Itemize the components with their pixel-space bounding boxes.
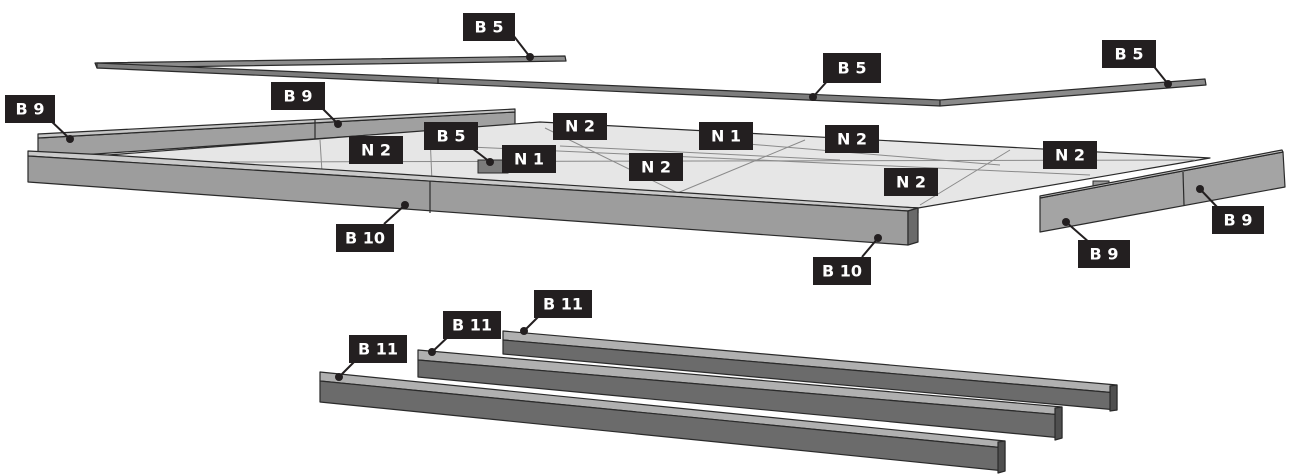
label-b10-front-right: B 10 bbox=[822, 262, 862, 281]
front-beam-end bbox=[907, 207, 919, 246]
callout-b10-front-right: B 10 bbox=[813, 234, 882, 285]
callout-b5-top-left: B 5 bbox=[463, 13, 534, 61]
callout-n2-a: N 2 bbox=[553, 113, 607, 140]
callouts: B 5 B 5 B 5 B 9 B 9 bbox=[5, 13, 1264, 381]
label-n1-b: N 1 bbox=[514, 150, 544, 169]
callout-n2-b: N 2 bbox=[349, 136, 403, 164]
label-n2-a: N 2 bbox=[565, 117, 595, 136]
label-b9-back: B 9 bbox=[284, 87, 313, 106]
callout-b5-top-right: B 5 bbox=[1102, 40, 1172, 88]
callout-b9-back: B 9 bbox=[271, 82, 342, 128]
label-b5-top-mid: B 5 bbox=[838, 59, 867, 78]
label-b9-left: B 9 bbox=[16, 100, 45, 119]
label-b10-front-left: B 10 bbox=[345, 229, 385, 248]
b11-beam-mid bbox=[417, 349, 1063, 441]
callout-n2-f: N 2 bbox=[884, 168, 938, 196]
label-n2-b: N 2 bbox=[361, 141, 391, 160]
callout-b11-mid: B 11 bbox=[428, 311, 501, 356]
callout-n2-e: N 2 bbox=[629, 153, 683, 181]
top-rail-left-segment bbox=[94, 55, 567, 69]
b11-beam-left bbox=[319, 371, 1006, 474]
label-b11-mid: B 11 bbox=[452, 316, 492, 335]
label-n2-e: N 2 bbox=[641, 158, 671, 177]
top-rail-right-segment bbox=[939, 78, 1207, 107]
callout-b11-left: B 11 bbox=[335, 335, 407, 381]
label-n1-a: N 1 bbox=[711, 127, 741, 146]
label-b5-floor: B 5 bbox=[437, 127, 466, 146]
b11-beam-right bbox=[502, 330, 1118, 412]
right-beam-top bbox=[1039, 149, 1284, 199]
label-b9-right-upper: B 9 bbox=[1224, 211, 1253, 230]
callout-n2-d: N 2 bbox=[1043, 141, 1097, 169]
callout-b9-right-upper: B 9 bbox=[1196, 185, 1264, 234]
top-rail-b5 bbox=[94, 55, 1207, 107]
callout-b5-top-mid: B 5 bbox=[809, 53, 881, 101]
label-b11-left: B 11 bbox=[358, 340, 398, 359]
label-n2-f: N 2 bbox=[896, 173, 926, 192]
callout-n1-b: N 1 bbox=[502, 145, 556, 173]
back-beam-top bbox=[37, 108, 516, 139]
callout-b9-right-lower: B 9 bbox=[1062, 218, 1130, 268]
label-n2-c: N 2 bbox=[837, 130, 867, 149]
right-beam-joint bbox=[1182, 171, 1185, 206]
callout-b5-floor: B 5 bbox=[424, 122, 494, 166]
callout-b10-front-left: B 10 bbox=[336, 201, 409, 252]
callout-b11-right: B 11 bbox=[520, 290, 592, 335]
label-n2-d: N 2 bbox=[1055, 146, 1085, 165]
label-b5-top-left: B 5 bbox=[475, 18, 504, 37]
callout-n2-c: N 2 bbox=[825, 125, 879, 153]
right-beams-b9 bbox=[1039, 149, 1286, 233]
loose-beams-b11 bbox=[319, 330, 1118, 474]
label-b11-right: B 11 bbox=[543, 295, 583, 314]
callout-n1-a: N 1 bbox=[699, 122, 753, 150]
label-b5-top-right: B 5 bbox=[1115, 45, 1144, 64]
front-beam-b10 bbox=[27, 150, 919, 246]
callout-b9-left: B 9 bbox=[5, 95, 74, 143]
label-b9-right-lower: B 9 bbox=[1090, 245, 1119, 264]
